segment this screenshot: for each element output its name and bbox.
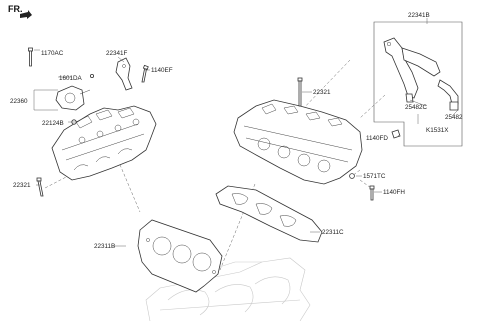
- label-1601da: 1601DA: [59, 75, 83, 82]
- label-22321-left: 22321: [13, 182, 31, 189]
- head-bolt-left: [36, 177, 44, 197]
- left-cylinder-head: [51, 105, 157, 181]
- engine-block-outline: [145, 257, 311, 321]
- label-1140ef: 1140EF: [151, 67, 173, 74]
- head-gasket-left: [137, 219, 223, 293]
- front-arrow-icon: [20, 10, 32, 19]
- label-k1531x: K1531X: [426, 127, 449, 134]
- oil-control-valve-assembly: [55, 74, 95, 111]
- part-labels: 22341B 1170AC 1601DA 22341F 1140EF 22360…: [10, 12, 463, 250]
- hose-25482: [437, 79, 459, 111]
- right-cylinder-head: [233, 99, 363, 185]
- label-22311b: 22311B: [94, 243, 115, 250]
- cap-1571tc: [349, 173, 355, 179]
- head-gasket-right: [215, 185, 323, 243]
- label-1571tc: 1571TC: [363, 173, 386, 180]
- pipe-kit-box: [373, 21, 463, 147]
- bolt-1140fd: [391, 129, 401, 139]
- label-22311c: 22311C: [322, 229, 344, 236]
- bracket-22341f: [115, 57, 133, 91]
- leader-lines: [33, 18, 459, 247]
- label-22341f: 22341F: [106, 50, 128, 57]
- label-1140fd: 1140FD: [366, 135, 388, 142]
- label-22124b: 22124B: [42, 120, 64, 127]
- label-22341b: 22341B: [408, 12, 430, 19]
- label-22360: 22360: [10, 98, 28, 105]
- label-25482c: 25482C: [405, 104, 428, 111]
- bolt-1170ac: [28, 47, 33, 67]
- label-1170ac: 1170AC: [41, 50, 64, 57]
- label-1140fh: 1140FH: [383, 189, 405, 196]
- label-22321-right: 22321: [313, 89, 331, 96]
- label-25482: 25482: [445, 114, 463, 121]
- head-bolt-right: [297, 77, 303, 107]
- bolt-1140ef: [141, 64, 149, 83]
- bolt-1140fh: [369, 185, 375, 201]
- hose-25482c: [405, 93, 414, 103]
- coolant-pipe-22341b: [383, 37, 441, 99]
- front-direction-label: FR.: [8, 4, 23, 14]
